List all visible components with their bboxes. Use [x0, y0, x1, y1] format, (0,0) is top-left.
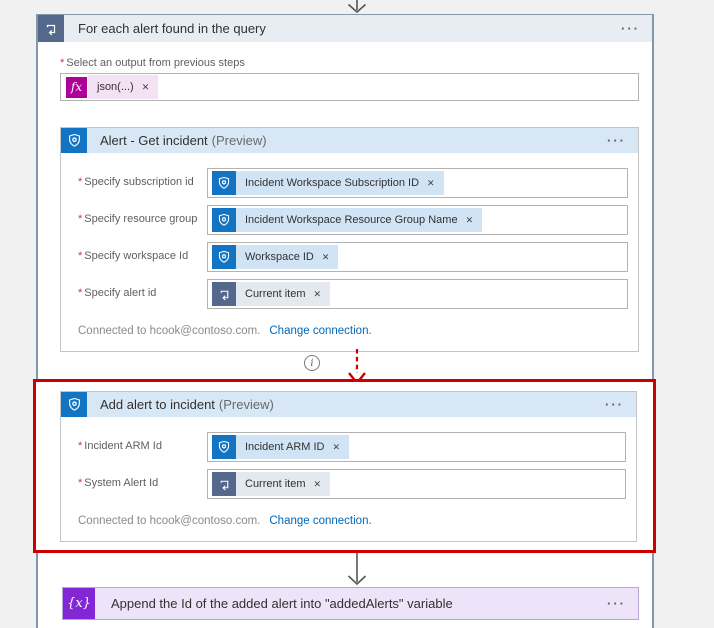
- add-alert-menu-button[interactable]: ···: [605, 397, 624, 412]
- get-incident-title: Alert - Get incident: [100, 133, 208, 148]
- connected-text: Connected to hcook@contoso.com.: [78, 325, 261, 337]
- foreach-menu-button[interactable]: ···: [621, 21, 640, 36]
- field-row: *System Alert Id Current item ✕: [78, 469, 626, 499]
- get-incident-card[interactable]: Alert - Get incident (Preview) ··· *Spec…: [60, 127, 639, 352]
- field-label: *Specify resource group: [78, 213, 198, 226]
- token-label: Current item: [245, 288, 306, 300]
- sentinel-shield-icon: [212, 208, 236, 232]
- append-variable-menu-button[interactable]: ···: [607, 596, 626, 611]
- sentinel-shield-icon: [61, 392, 87, 417]
- required-asterisk: *: [60, 57, 65, 69]
- field-row: *Incident ARM Id Incident ARM ID ✕: [78, 432, 626, 462]
- add-alert-card[interactable]: Add alert to incident (Preview) ··· *Inc…: [60, 391, 637, 542]
- add-alert-title: Add alert to incident: [100, 397, 215, 412]
- connection-footer: Connected to hcook@contoso.com. Change co…: [78, 325, 628, 337]
- field-row: *Specify subscription id Incident Worksp…: [78, 168, 628, 198]
- token-close-icon[interactable]: ✕: [465, 214, 474, 225]
- token-label: Incident ARM ID: [245, 441, 325, 453]
- preview-tag: (Preview): [218, 397, 274, 412]
- subscription-id-input[interactable]: Incident Workspace Subscription ID ✕: [207, 168, 628, 198]
- append-variable-card[interactable]: {x} Append the Id of the added alert int…: [62, 587, 639, 620]
- foreach-header[interactable]: For each alert found in the query ···: [38, 15, 652, 42]
- token-close-icon[interactable]: ✕: [332, 441, 341, 452]
- token-close-icon[interactable]: ✕: [321, 251, 330, 262]
- field-label: *Specify alert id: [78, 287, 157, 300]
- expression-token[interactable]: fx json(...) ✕: [65, 75, 159, 99]
- token-label: Incident Workspace Resource Group Name: [245, 214, 458, 226]
- variable-icon: {x}: [63, 588, 95, 619]
- connector-arrow-top-icon: [347, 0, 367, 14]
- get-incident-menu-button[interactable]: ···: [607, 133, 626, 148]
- highlighted-action-outline: Add alert to incident (Preview) ··· *Inc…: [33, 379, 656, 553]
- dynamic-token[interactable]: Incident Workspace Subscription ID ✕: [212, 171, 444, 195]
- field-label: *Incident ARM Id: [78, 440, 162, 453]
- field-label: *Specify workspace Id: [78, 250, 189, 263]
- token-label: Incident Workspace Subscription ID: [245, 177, 420, 189]
- foreach-loop-icon: [212, 472, 236, 496]
- dynamic-token[interactable]: Workspace ID ✕: [212, 245, 339, 269]
- token-close-icon[interactable]: ✕: [141, 81, 150, 92]
- token-close-icon[interactable]: ✕: [313, 478, 322, 489]
- current-item-token[interactable]: Current item ✕: [212, 282, 331, 306]
- add-alert-header[interactable]: Add alert to incident (Preview) ···: [61, 392, 636, 417]
- info-icon[interactable]: i: [304, 355, 320, 371]
- fx-expression-icon: fx: [66, 76, 87, 98]
- sentinel-shield-icon: [212, 245, 236, 269]
- sentinel-shield-icon: [212, 435, 236, 459]
- get-incident-header[interactable]: Alert - Get incident (Preview) ···: [61, 128, 638, 153]
- field-row: *Specify resource group Incident Workspa…: [78, 205, 628, 235]
- append-variable-title: Append the Id of the added alert into "a…: [111, 596, 453, 611]
- current-item-token[interactable]: Current item ✕: [212, 472, 331, 496]
- token-close-icon[interactable]: ✕: [427, 177, 435, 188]
- select-output-input[interactable]: fx json(...) ✕: [60, 73, 639, 101]
- foreach-title: For each alert found in the query: [78, 21, 266, 36]
- alert-id-input[interactable]: Current item ✕: [207, 279, 628, 309]
- dynamic-token[interactable]: Incident ARM ID ✕: [212, 435, 350, 459]
- connected-text: Connected to hcook@contoso.com.: [78, 515, 261, 527]
- change-connection-link[interactable]: Change connection.: [269, 325, 372, 337]
- foreach-loop-icon: [38, 15, 64, 42]
- system-alert-id-input[interactable]: Current item ✕: [207, 469, 626, 499]
- foreach-scope-card[interactable]: For each alert found in the query ··· *S…: [36, 14, 654, 628]
- sentinel-shield-icon: [212, 171, 236, 195]
- expression-token-label: json(...): [97, 81, 134, 93]
- change-connection-link[interactable]: Change connection.: [269, 515, 372, 527]
- incident-arm-id-input[interactable]: Incident ARM ID ✕: [207, 432, 626, 462]
- field-row: *Specify workspace Id Workspace ID ✕: [78, 242, 628, 272]
- field-label: *Specify subscription id: [78, 176, 194, 189]
- preview-tag: (Preview): [211, 133, 267, 148]
- field-row: *Specify alert id Current item ✕: [78, 279, 628, 309]
- token-close-icon[interactable]: ✕: [313, 288, 322, 299]
- workspace-id-input[interactable]: Workspace ID ✕: [207, 242, 628, 272]
- foreach-loop-icon: [212, 282, 236, 306]
- sentinel-shield-icon: [61, 128, 87, 153]
- dynamic-token[interactable]: Incident Workspace Resource Group Name ✕: [212, 208, 483, 232]
- select-output-label: *Select an output from previous steps: [60, 57, 245, 69]
- token-label: Current item: [245, 478, 306, 490]
- resource-group-input[interactable]: Incident Workspace Resource Group Name ✕: [207, 205, 628, 235]
- token-label: Workspace ID: [245, 251, 314, 263]
- field-label: *System Alert Id: [78, 477, 159, 490]
- connection-footer: Connected to hcook@contoso.com. Change co…: [78, 515, 626, 527]
